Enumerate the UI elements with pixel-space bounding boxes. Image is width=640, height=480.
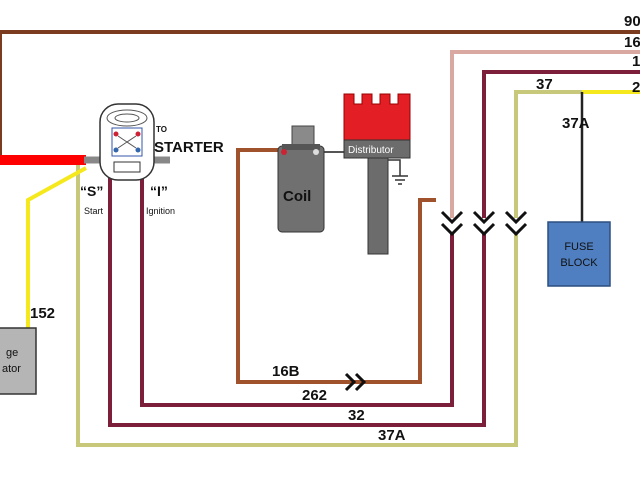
wire-262 (140, 172, 454, 407)
label-37A-bottom: 37A (378, 427, 406, 444)
wire-37A-lower (76, 160, 518, 447)
chevron-16 (440, 210, 464, 225)
switch-to-label: TO (156, 125, 167, 134)
wire-16B (236, 148, 436, 384)
switch-s-label: “S” (80, 183, 103, 199)
chevron-32b (472, 222, 496, 237)
fuse-block-box (547, 221, 611, 287)
switch-i-label: “I” (150, 183, 168, 199)
chevron-bottom-2 (354, 372, 367, 392)
chevron-16b (440, 222, 464, 237)
label-16B: 16B (272, 363, 300, 380)
label-37-top: 37 (536, 76, 553, 93)
wire-37 (514, 90, 582, 218)
chevron-bottom-1 (344, 372, 357, 392)
label-152: 152 (30, 305, 55, 322)
label-trunc-b: 2 (632, 79, 640, 96)
chevron-37 (504, 210, 528, 225)
coil (277, 125, 325, 233)
label-90: 90 (624, 13, 640, 30)
chevron-37b (504, 222, 528, 237)
regulator-box (0, 327, 37, 395)
regulator-line1: ge (6, 347, 18, 359)
ignition-switch (99, 103, 155, 181)
coil-label: Coil (283, 188, 311, 205)
regulator-line2: ator (2, 363, 21, 375)
label-16-top: 16 (624, 34, 640, 51)
wire-32-lower (108, 168, 486, 427)
switch-i-sub: Ignition (146, 206, 175, 216)
switch-starter-label: STARTER (154, 139, 224, 156)
label-262: 262 (302, 387, 327, 404)
fuse-block-line1: FUSE (564, 241, 593, 253)
switch-s-sub: Start (84, 206, 104, 216)
wire-32 (482, 70, 640, 218)
wire-152 (26, 166, 87, 330)
wire-16 (450, 50, 640, 218)
label-37A-top: 37A (562, 115, 590, 132)
distributor-label: Distributor (348, 145, 394, 156)
chevron-32 (472, 210, 496, 225)
distributor (343, 93, 411, 255)
wire-90 (0, 30, 640, 162)
fuse-block-line2: BLOCK (560, 257, 598, 269)
ground-icon (392, 175, 408, 185)
connector-chevrons (344, 210, 528, 392)
label-32: 32 (348, 407, 365, 424)
label-trunc-a: 1 (632, 53, 640, 70)
